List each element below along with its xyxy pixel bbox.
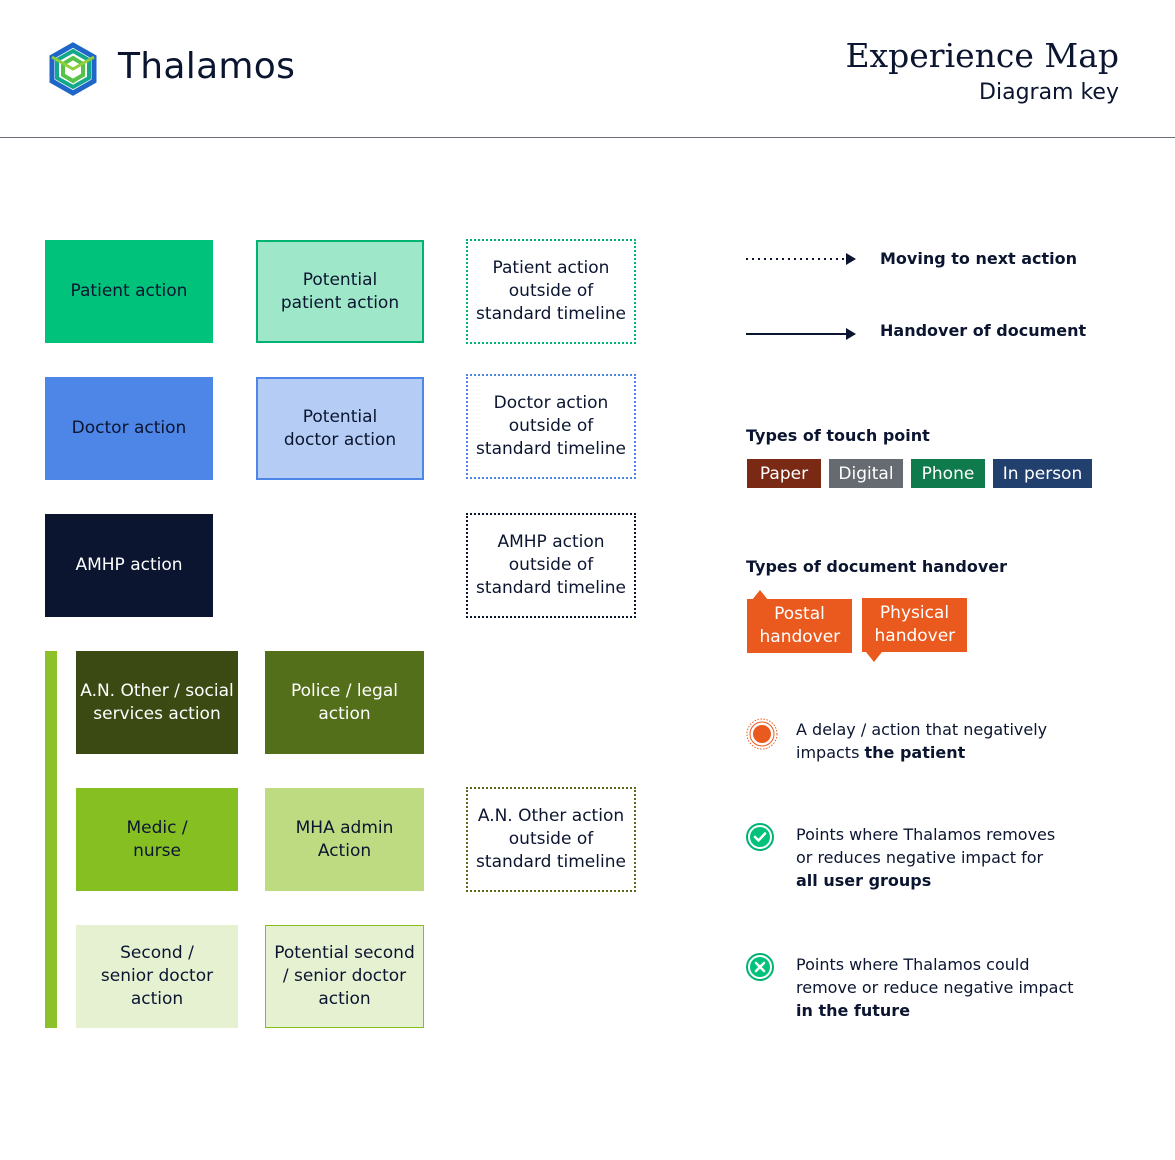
amhp-outside-timeline-label: AMHP action outside of standard timeline: [476, 532, 626, 598]
touchpoint-heading: Types of touch point: [746, 426, 930, 445]
potential-doctor-action-box: Potential doctor action: [256, 377, 424, 480]
postal-handover-pointer: [752, 590, 768, 600]
touchpoint-paper-tag: Paper: [747, 459, 821, 488]
police-legal-box: Police / legal action: [265, 651, 424, 754]
potential-doctor-action-label: Potential doctor action: [283, 406, 397, 450]
thalamos-could-text: Points where Thalamos could remove or re…: [796, 955, 1074, 997]
delay-note-bold: the patient: [864, 743, 966, 762]
handover-of-document-label: Handover of document: [880, 321, 1087, 340]
header: Thalamos Experience Map Diagram key: [0, 0, 1175, 138]
medic-nurse-label: Medic / nurse: [126, 817, 188, 861]
other-social-services-label: A.N. Other / social services action: [80, 680, 234, 724]
delay-note: A delay / action that negatively impacts…: [796, 718, 1076, 764]
patient-outside-timeline-box: Patient action outside of standard timel…: [466, 239, 636, 344]
check-circle-icon: [746, 823, 774, 851]
potential-second-senior-doctor-label: Potential second / senior doctor action: [274, 943, 415, 1009]
patient-action-label: Patient action: [70, 281, 188, 301]
amhp-action-box: AMHP action: [45, 514, 213, 617]
thalamos-removes-note: Points where Thalamos removes or reduces…: [796, 823, 1076, 892]
physical-handover-label: Physical handover: [874, 603, 956, 646]
delay-note-text: A delay / action that negatively impacts: [796, 720, 1048, 762]
medic-nurse-box: Medic / nurse: [76, 788, 238, 891]
physical-handover-tag: Physical handover: [862, 598, 967, 652]
thalamos-logo-icon: [49, 42, 97, 96]
other-outside-timeline-box: A.N. Other action outside of standard ti…: [466, 787, 636, 892]
other-actors-group-bar: [45, 651, 57, 1028]
potential-patient-action-label: Potential patient action: [280, 269, 400, 313]
handover-types-heading: Types of document handover: [746, 557, 1008, 576]
postal-handover-label: Postal handover: [759, 604, 841, 647]
second-senior-doctor-label: Second / senior doctor action: [100, 943, 214, 1009]
x-circle-icon: [746, 953, 774, 981]
thalamos-could-note: Points where Thalamos could remove or re…: [796, 953, 1086, 1022]
other-social-services-box: A.N. Other / social services action: [76, 651, 238, 754]
touchpoint-in-person-tag: In person: [993, 459, 1092, 488]
patient-action-box: Patient action: [45, 240, 213, 343]
police-legal-label: Police / legal action: [291, 680, 398, 724]
doctor-outside-timeline-label: Doctor action outside of standard timeli…: [476, 393, 626, 459]
dotted-arrow-icon: [746, 253, 856, 265]
solid-arrow-icon: [746, 328, 856, 340]
potential-patient-action-box: Potential patient action: [256, 240, 424, 343]
amhp-outside-timeline-box: AMHP action outside of standard timeline: [466, 513, 636, 618]
brand-name: Thalamos: [118, 46, 296, 87]
doctor-action-label: Doctor action: [71, 418, 187, 438]
potential-second-senior-doctor-box: Potential second / senior doctor action: [265, 925, 424, 1028]
thalamos-removes-text: Points where Thalamos removes or reduces…: [796, 825, 1056, 867]
delay-impact-icon: [746, 718, 778, 750]
postal-handover-tag: Postal handover: [747, 599, 852, 653]
doctor-action-box: Doctor action: [45, 377, 213, 480]
touchpoint-phone-tag: Phone: [911, 459, 985, 488]
second-senior-doctor-box: Second / senior doctor action: [76, 925, 238, 1028]
page-subtitle: Diagram key: [979, 80, 1119, 105]
thalamos-could-bold: in the future: [796, 1001, 911, 1020]
amhp-action-label: AMHP action: [75, 555, 183, 575]
moving-to-next-action-label: Moving to next action: [880, 249, 1078, 268]
doctor-outside-timeline-box: Doctor action outside of standard timeli…: [466, 374, 636, 479]
touchpoint-digital-tag: Digital: [829, 459, 903, 488]
other-outside-timeline-label: A.N. Other action outside of standard ti…: [476, 806, 626, 872]
patient-outside-timeline-label: Patient action outside of standard timel…: [476, 258, 626, 324]
thalamos-removes-bold: all user groups: [796, 871, 932, 890]
page-title: Experience Map: [845, 36, 1119, 75]
physical-handover-pointer: [866, 652, 882, 662]
mha-admin-box: MHA admin Action: [265, 788, 424, 891]
mha-admin-label: MHA admin Action: [295, 817, 394, 861]
